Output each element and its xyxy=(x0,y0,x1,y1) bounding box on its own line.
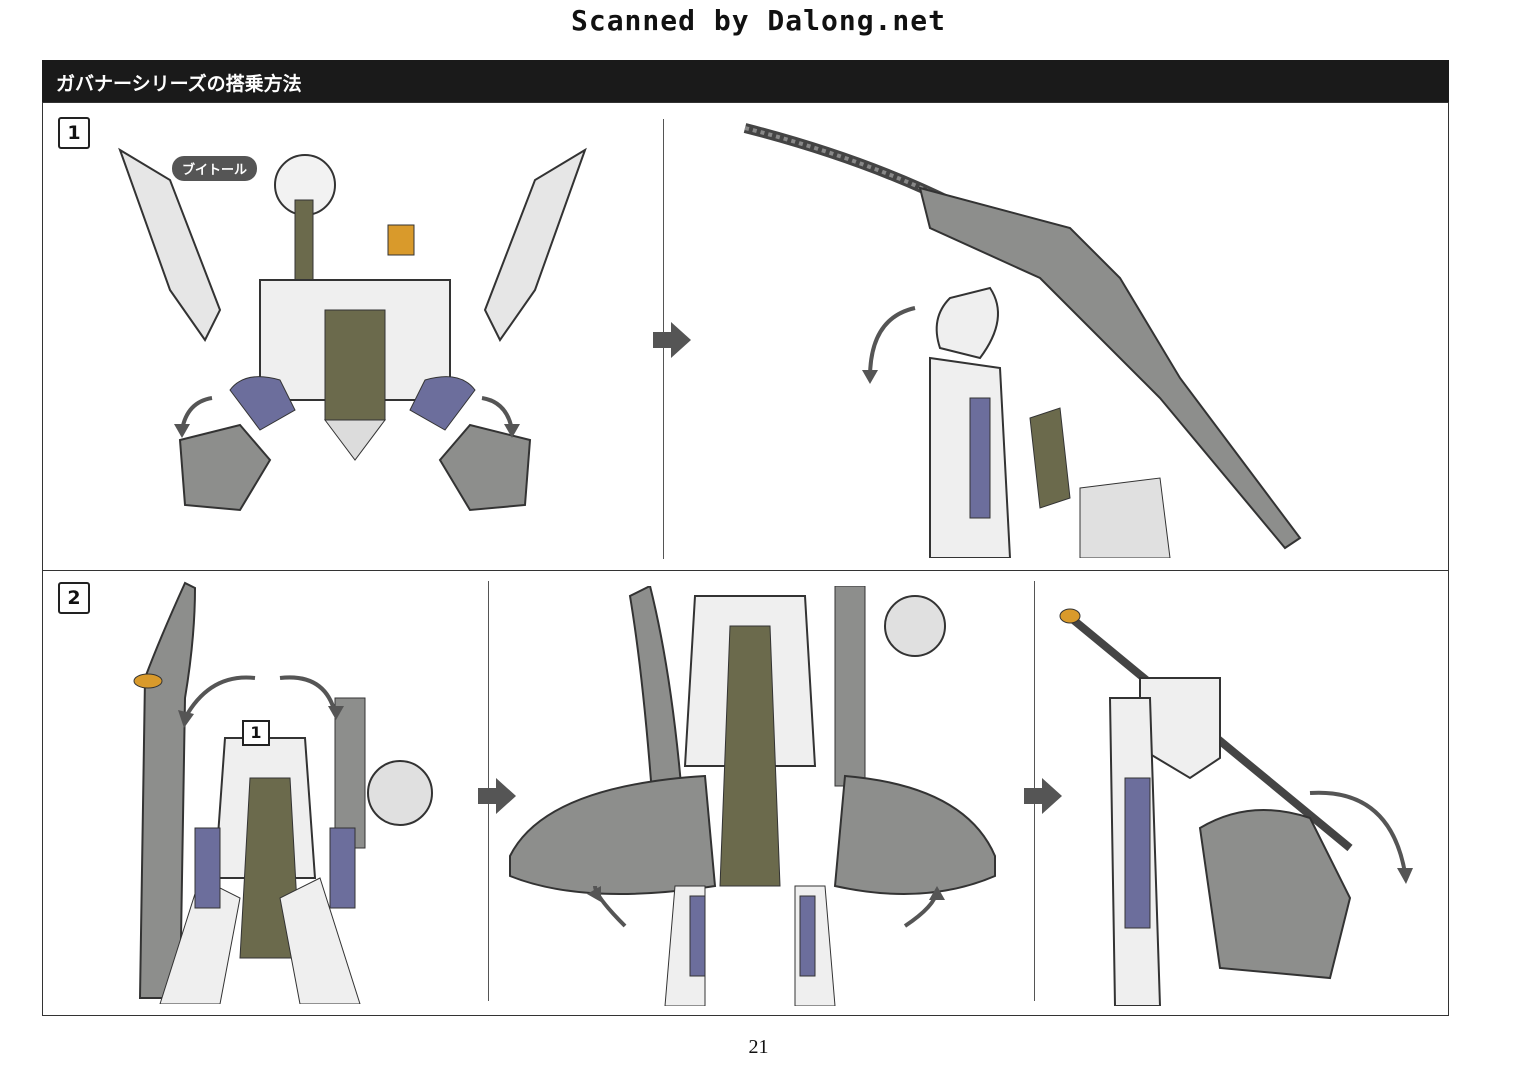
section-header: ガバナーシリーズの搭乗方法 xyxy=(42,60,1449,102)
step2-ride-illustration xyxy=(1059,608,1413,1006)
step-arrow-icon xyxy=(653,322,691,358)
rotate-arrow-icon xyxy=(174,396,520,438)
step-arrow-icon xyxy=(1024,778,1062,814)
scan-watermark: Scanned by Dalong.net xyxy=(570,4,946,37)
step-arrow-icon xyxy=(478,778,516,814)
step2-back-illustration xyxy=(133,581,433,1004)
page-number: 21 xyxy=(748,1036,769,1058)
step-reference-badge: 1 xyxy=(242,720,270,746)
part-label-bubble: ブイトール xyxy=(172,156,258,181)
step1-side-illustration xyxy=(743,123,1302,558)
step2-wings-illustration xyxy=(509,586,996,1006)
step-number-1: 1 xyxy=(58,117,90,149)
row-divider xyxy=(43,570,1448,571)
step1-front-illustration xyxy=(118,147,587,512)
step-number-2: 2 xyxy=(58,582,90,614)
section-title: ガバナーシリーズの搭乗方法 xyxy=(56,73,302,95)
